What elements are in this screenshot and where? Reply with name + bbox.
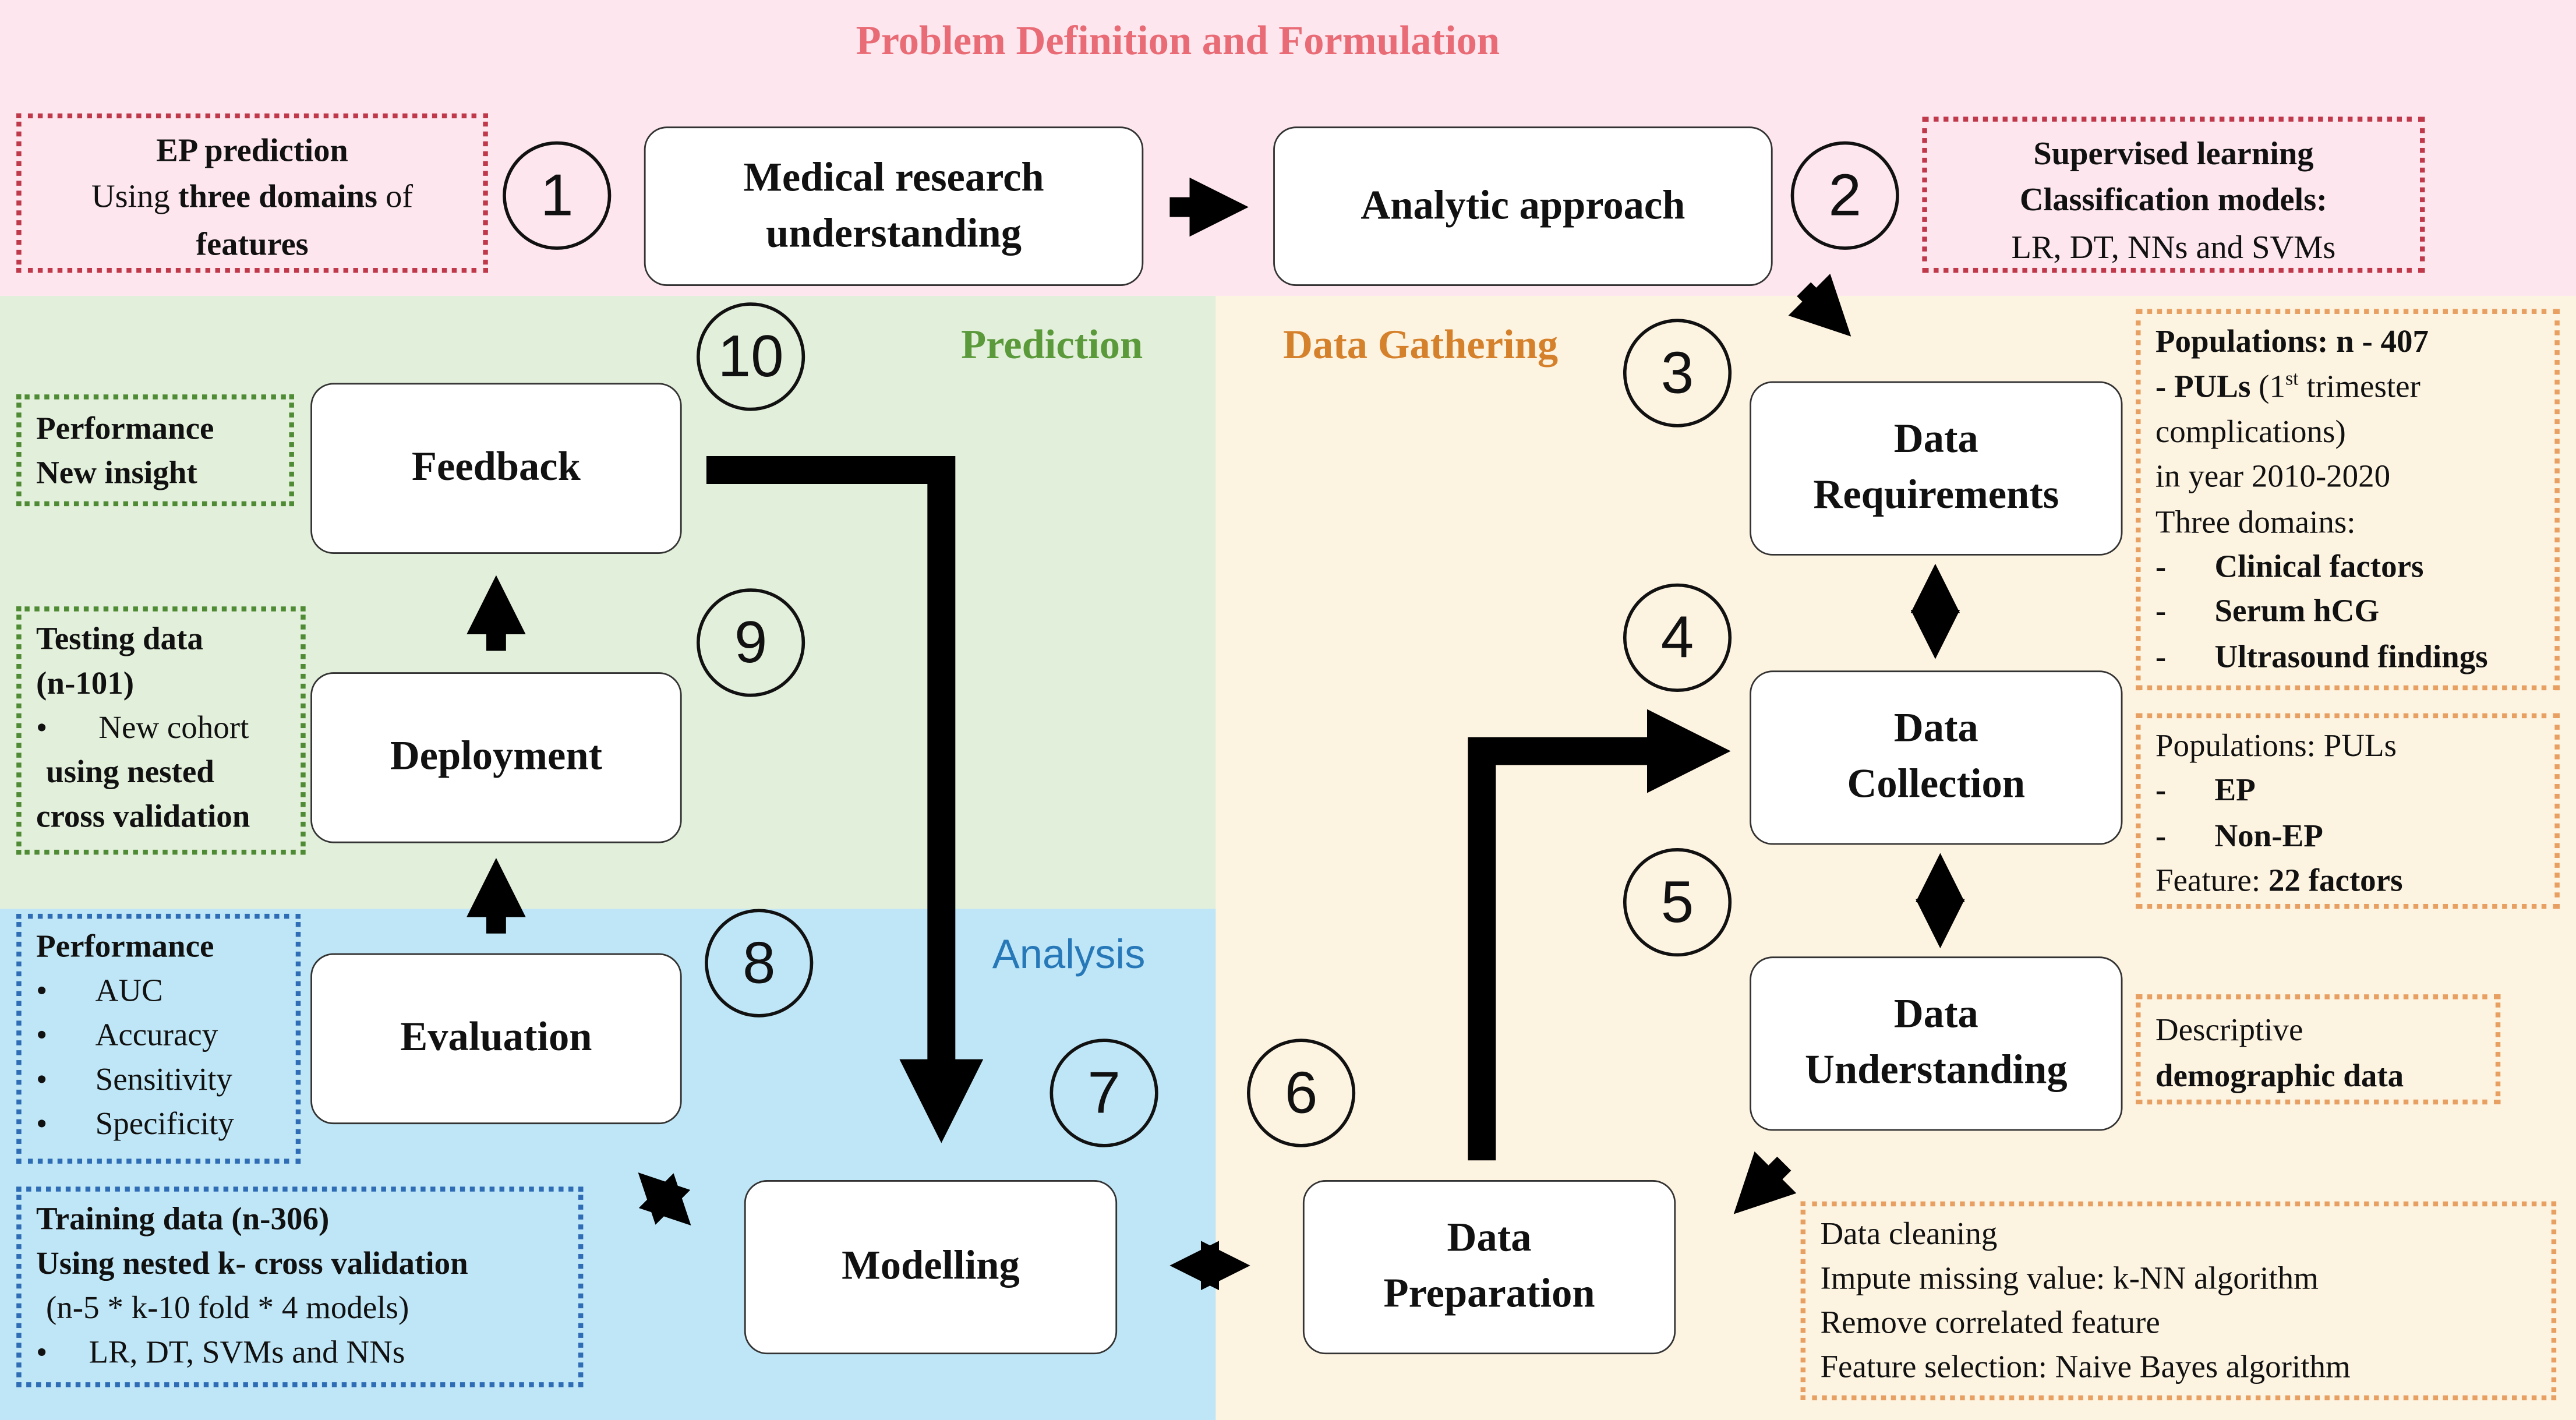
testing-line2: (n-101) <box>36 667 135 702</box>
data-requirements-box: Data Requirements <box>1750 381 2123 556</box>
ep-prediction-line3: features <box>196 226 309 263</box>
arrow-understanding-to-preparation <box>1733 1151 1797 1214</box>
step-number-9: 9 <box>697 588 805 697</box>
data-cleaning-note: Data cleaning Impute missing value: k-NN… <box>1800 1201 2557 1401</box>
collection-line1: Populations: PULs <box>2155 729 2397 765</box>
step-number-10: 10 <box>697 302 805 411</box>
medical-research-box: Medical research understanding <box>644 126 1144 286</box>
data-understanding-line1: Data <box>1893 992 1978 1037</box>
supervised-line1: Supervised learning <box>2033 136 2314 173</box>
populations-line2: - PULs (1st trimester <box>2155 367 2420 406</box>
ep-prediction-note: EP prediction Using three domains of fea… <box>16 113 488 273</box>
evaluation-label: Evaluation <box>400 1015 592 1061</box>
populations-line1: Populations: n - 407 <box>2155 325 2429 360</box>
analytic-approach-label: Analytic approach <box>1361 183 1685 228</box>
populations-note: Populations: n - 407 - PULs (1st trimest… <box>2136 309 2560 691</box>
feedback-note-line2: New insight <box>36 457 197 492</box>
feedback-box: Feedback <box>310 383 682 554</box>
arrow-preparation-to-collection <box>1468 709 1731 1161</box>
data-requirements-line1: Data <box>1893 417 1978 462</box>
ep-prediction-line1: EP prediction <box>156 133 348 169</box>
domain-item-clinical: -Clinical factors <box>2155 550 2424 585</box>
modelling-label: Modelling <box>842 1244 1020 1289</box>
populations-line5: Three domains: <box>2155 506 2356 541</box>
step-number-1: 1 <box>503 141 612 250</box>
collection-item-ep: -EP <box>2155 774 2256 810</box>
data-preparation-line1: Data <box>1447 1216 1532 1261</box>
step-number-7: 7 <box>1050 1038 1158 1147</box>
data-preparation-line2: Preparation <box>1383 1272 1595 1317</box>
descriptive-line1: Descriptive <box>2155 1014 2303 1049</box>
metric-accuracy: •Accuracy <box>36 1018 218 1054</box>
testing-data-note: Testing data (n-101) •New cohort using n… <box>16 606 306 855</box>
domain-item-hcg: -Serum hCG <box>2155 595 2380 630</box>
medical-research-line2: understanding <box>766 211 1022 256</box>
descriptive-line2: demographic data <box>2155 1059 2404 1094</box>
step-number-8: 8 <box>705 909 814 1018</box>
deployment-box: Deployment <box>310 672 682 843</box>
testing-line1: Testing data <box>36 623 203 658</box>
metric-auc: •AUC <box>36 974 163 1009</box>
cleaning-line1: Data cleaning <box>1820 1217 1998 1253</box>
testing-line4: using nested <box>45 755 214 790</box>
data-understanding-line2: Understanding <box>1804 1048 2068 1093</box>
analysis-title: Analysis <box>992 931 1146 978</box>
arrow-feedback-to-modelling <box>706 456 984 1143</box>
step-number-2: 2 <box>1790 141 1899 250</box>
supervised-learning-note: Supervised learning Classification model… <box>1922 116 2425 273</box>
problem-definition-title: Problem Definition and Formulation <box>856 19 1500 65</box>
data-collection-line2: Collection <box>1847 762 2026 807</box>
descriptive-note: Descriptive demographic data <box>2136 994 2501 1105</box>
cleaning-line4: Feature selection: Naive Bayes algorithm <box>1820 1350 2351 1385</box>
prediction-title: Prediction <box>961 323 1143 369</box>
populations-line3: complications) <box>2155 416 2346 451</box>
data-understanding-box: Data Understanding <box>1750 956 2123 1131</box>
deployment-label: Deployment <box>390 734 603 779</box>
step-number-4: 4 <box>1623 583 1732 692</box>
cleaning-line2: Impute missing value: k-NN algorithm <box>1820 1262 2319 1297</box>
supervised-line2: Classification models: <box>2019 183 2327 220</box>
data-gathering-title: Data Gathering <box>1283 323 1559 369</box>
evaluation-box: Evaluation <box>310 953 682 1125</box>
training-data-note: Training data (n-306) Using nested k- cr… <box>16 1186 584 1387</box>
feedback-label: Feedback <box>411 445 581 490</box>
populations-line4: in year 2010-2020 <box>2155 461 2391 496</box>
testing-item: •New cohort <box>36 711 249 746</box>
feedback-note: Performance New insight <box>16 394 294 507</box>
medical-research-line1: Medical research <box>743 155 1044 200</box>
step-number-6: 6 <box>1246 1038 1356 1147</box>
feedback-note-line1: Performance <box>36 412 214 447</box>
training-line1: Training data (n-306) <box>36 1203 330 1238</box>
data-collection-line1: Data <box>1893 707 1978 751</box>
performance-eval-note: Performance •AUC •Accuracy •Sensitivity … <box>16 913 301 1164</box>
data-preparation-box: Data Preparation <box>1302 1180 1676 1355</box>
cleaning-line3: Remove correlated feature <box>1820 1306 2160 1341</box>
analytic-approach-box: Analytic approach <box>1273 126 1773 286</box>
training-item: •LR, DT, SVMs and NNs <box>36 1336 405 1370</box>
collection-feature: Feature: 22 factors <box>2155 864 2403 899</box>
data-requirements-line2: Requirements <box>1813 473 2059 518</box>
arrow-analytic-to-requirements <box>1788 273 1851 337</box>
metric-specificity: •Specificity <box>36 1107 234 1142</box>
performance-eval-title: Performance <box>36 930 214 965</box>
ep-prediction-line2: Using three domains of <box>91 179 414 216</box>
data-collection-box: Data Collection <box>1750 670 2123 845</box>
training-line3: (n-5 * k-10 fold * 4 models) <box>45 1291 409 1326</box>
step-number-3: 3 <box>1623 319 1732 428</box>
collection-item-non-ep: -Non-EP <box>2155 819 2323 854</box>
metric-sensitivity: •Sensitivity <box>36 1062 232 1098</box>
training-line2: Using nested k- cross validation <box>36 1247 468 1282</box>
domain-item-ultrasound: -Ultrasound findings <box>2155 640 2488 675</box>
supervised-line3: LR, DT, NNs and SVMs <box>2011 229 2336 266</box>
modelling-box: Modelling <box>744 1180 1118 1355</box>
testing-line5: cross validation <box>36 800 250 835</box>
arrow-modelling-evaluation <box>638 1172 691 1225</box>
step-number-5: 5 <box>1623 848 1732 957</box>
collection-note: Populations: PULs -EP -Non-EP Feature: 2… <box>2136 713 2560 909</box>
